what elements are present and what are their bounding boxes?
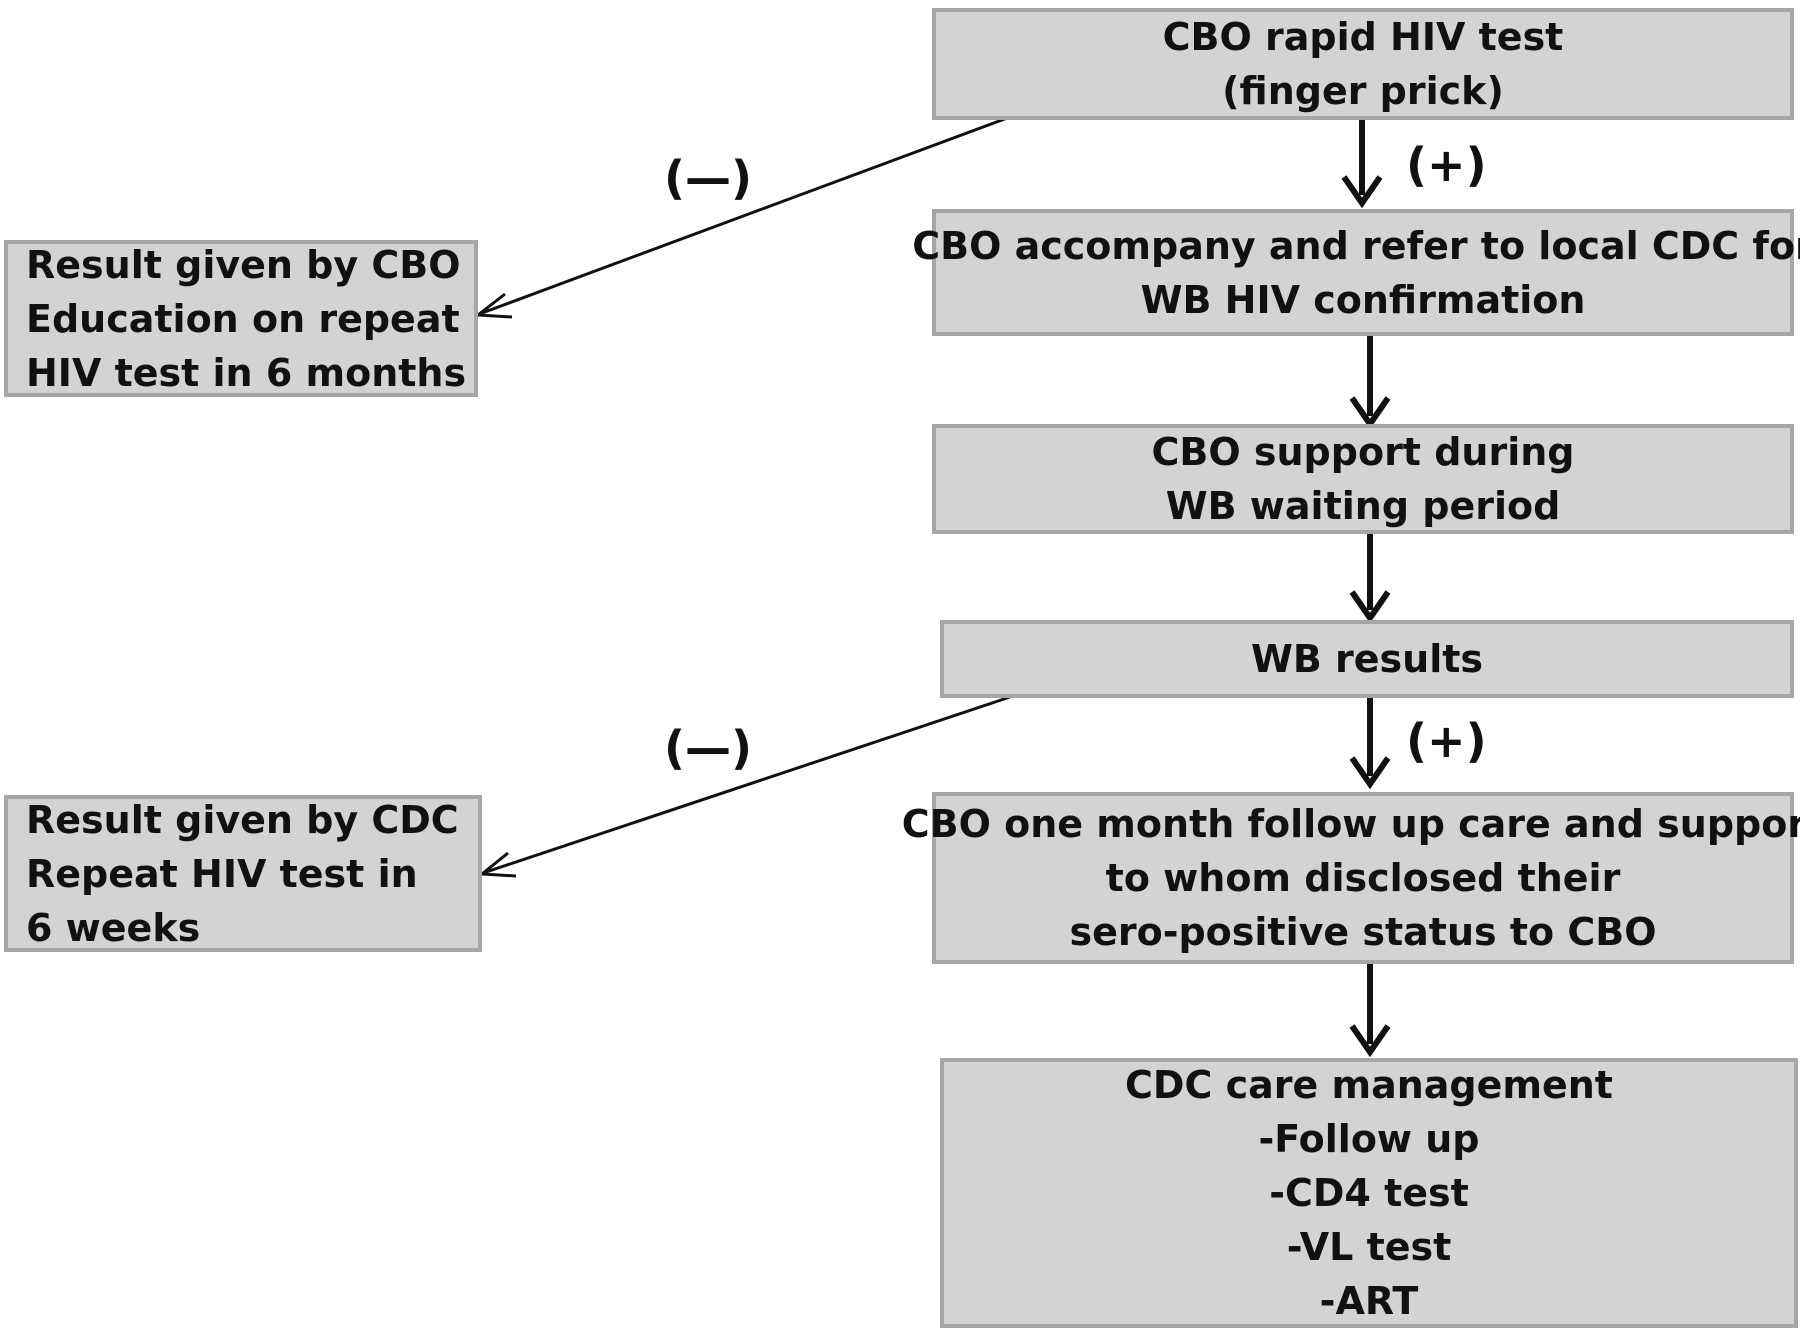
arrow-refer-to-support (1349, 336, 1391, 430)
arrow-wbresults-to-followup (1349, 698, 1391, 790)
box-cdc-care-line-4: -VL test (1286, 1225, 1452, 1269)
box-negative-cdc-line-1: Result given by CDC (26, 797, 459, 842)
box-rapid-test-line-2: (finger prick) (1222, 69, 1504, 113)
box-rapid-test: CBO rapid HIV test (finger prick) (932, 8, 1794, 120)
box-cdc-care-line-5: -ART (1319, 1279, 1419, 1323)
box-followup-care-line-2: to whom disclosed their (1105, 856, 1621, 900)
box-cbo-support-line-1: CBO support during (1151, 430, 1575, 474)
box-refer-cdc-line-1: CBO accompany and refer to local CDC for (912, 223, 1800, 268)
box-cdc-care: CDC care management -Follow up -CD4 test… (940, 1058, 1798, 1328)
arrow-rapid-to-neg-cbo (473, 115, 1011, 319)
box-followup-care: CBO one month follow up care and support… (902, 792, 1800, 964)
box-cdc-care-line-1: CDC care management (1125, 1063, 1613, 1107)
label-negative-1: (—) (664, 151, 753, 205)
box-refer-cdc: CBO accompany and refer to local CDC for… (912, 209, 1800, 336)
box-followup-care-line-1: CBO one month follow up care and support (901, 802, 1800, 846)
box-wb-results: WB results (940, 620, 1794, 698)
box-wb-results-line-1: WB results (1250, 637, 1484, 681)
box-followup-care-line-3: sero-positive status to CBO (1069, 910, 1657, 954)
box-cbo-support: CBO support during WB waiting period (932, 424, 1794, 534)
box-negative-cbo: Result given by CBO Education on repeat … (4, 240, 478, 397)
box-negative-cbo-line-1: Result given by CBO (26, 242, 461, 287)
label-negative-2: (—) (664, 721, 753, 775)
box-negative-cdc-line-2: Repeat HIV test in (26, 851, 418, 896)
box-negative-cbo-line-2: Education on repeat (26, 296, 460, 341)
box-refer-cdc-line-2: WB HIV confirmation (1140, 277, 1586, 322)
label-positive-2: (+) (1406, 714, 1487, 768)
box-cdc-care-line-2: -Follow up (1258, 1117, 1480, 1161)
arrow-followup-to-cdccare (1349, 964, 1391, 1058)
arrow-support-to-wbresults (1349, 534, 1391, 624)
label-positive-1: (+) (1406, 138, 1487, 192)
box-negative-cdc: Result given by CDC Repeat HIV test in 6… (4, 795, 482, 952)
arrow-rapid-to-refer (1341, 120, 1383, 209)
arrow-wbresults-to-neg-cdc (478, 695, 1011, 878)
box-negative-cdc-line-3: 6 weeks (26, 905, 201, 950)
box-cbo-support-line-2: WB waiting period (1165, 484, 1561, 528)
box-cdc-care-line-3: -CD4 test (1269, 1171, 1469, 1215)
box-negative-cbo-line-3: HIV test in 6 months (26, 350, 467, 395)
box-rapid-test-line-1: CBO rapid HIV test (1162, 15, 1564, 59)
